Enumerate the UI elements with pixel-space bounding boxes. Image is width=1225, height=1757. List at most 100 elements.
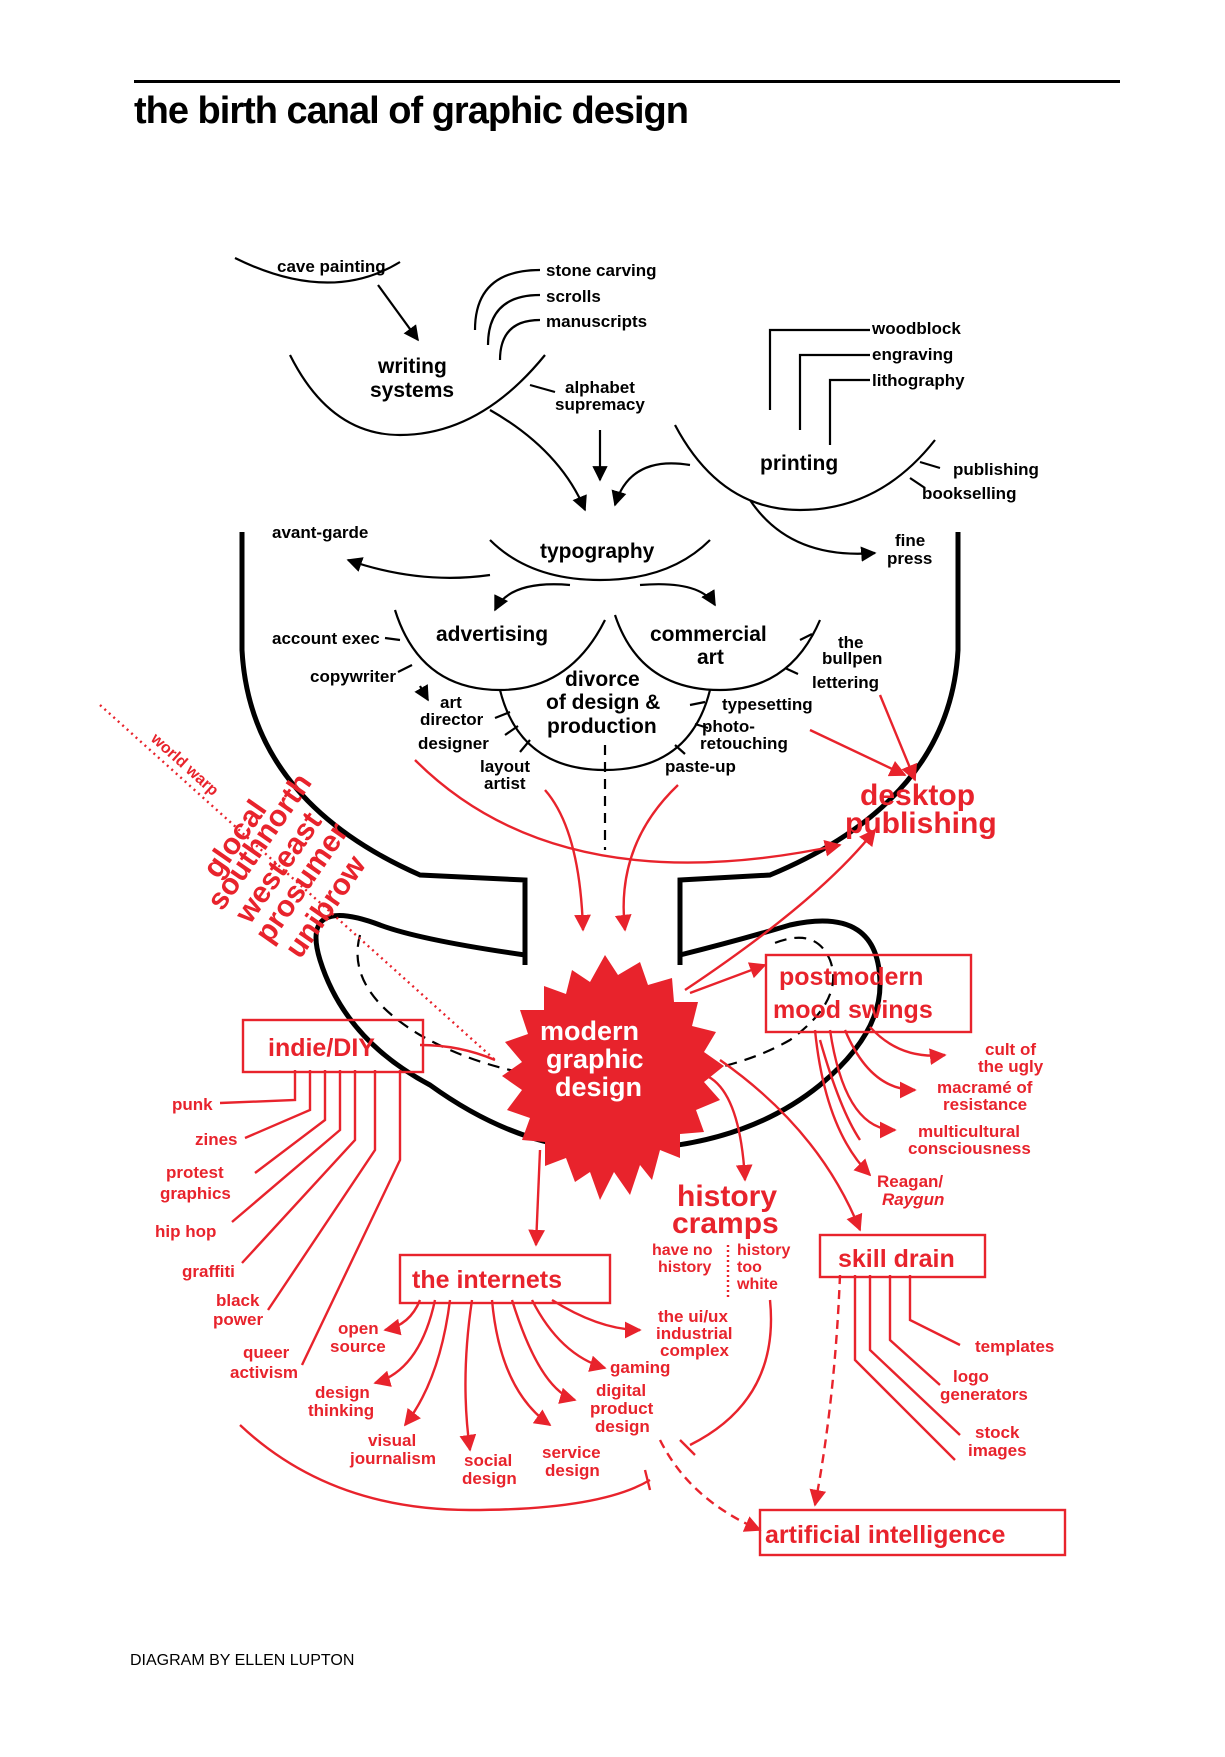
label-graphic: graphic [546,1044,644,1074]
label-typesetting: typesetting [722,695,813,714]
indie-box [241,1018,425,1074]
label-activism: activism [230,1363,298,1382]
label-of-design: of design & [546,691,660,714]
label-multicultural: multicultural [918,1122,1020,1141]
label-macrame: macramé of [937,1078,1033,1097]
label-fine: fine [895,531,925,550]
label-queer: queer [243,1343,290,1362]
label-avant-garde: avant-garde [272,523,368,542]
label-engraving: engraving [872,345,953,364]
label-cramps: cramps [672,1207,779,1240]
ai-box [758,1508,1067,1557]
label-protest: protest [166,1163,224,1182]
label-templates: templates [975,1337,1054,1356]
modern-starburst [502,955,724,1200]
label-raygun: Raygun [882,1190,944,1209]
label-resistance: resistance [943,1095,1027,1114]
label-commercial: commercial [650,623,767,646]
label-the-internets: the internets [412,1266,562,1294]
label-product: product [590,1399,654,1418]
label-artist: artist [484,774,526,793]
label-art-1: art [440,693,462,712]
label-layout: layout [480,757,530,776]
label-photo: photo- [702,717,755,736]
womb-labels: advertising commercial art account exec … [272,623,882,793]
label-woodblock: woodblock [871,319,961,338]
label-copywriter: copywriter [310,667,396,686]
label-press: press [887,549,932,568]
label-supremacy: supremacy [555,395,645,414]
label-have-no: have no [652,1242,713,1259]
label-open: open [338,1319,379,1338]
label-postmodern: postmodern [779,963,923,991]
label-typography: typography [540,540,655,563]
label-director: director [420,710,484,729]
origins-structure [234,257,941,612]
label-world-warp: world warp [147,730,222,800]
label-source: source [330,1337,386,1356]
label-production: production [547,715,657,738]
diagram-credit: DIAGRAM BY ELLEN LUPTON [130,1652,355,1669]
label-publishing: publishing [953,460,1039,479]
title-rule [134,80,1120,83]
label-lithography: lithography [872,371,965,390]
label-history-2: history [737,1242,790,1259]
label-punk: punk [172,1095,213,1114]
label-desktop: desktop [860,779,975,812]
label-advertising: advertising [436,623,548,646]
label-black: black [216,1291,260,1310]
label-service: service [542,1443,601,1462]
label-history-1: history [658,1259,711,1276]
internets-box [398,1253,612,1305]
label-divorce: divorce [565,668,640,691]
label-publishing-red: publishing [845,807,997,840]
label-white: white [736,1276,778,1293]
label-too: too [737,1259,762,1276]
label-cave-painting: cave painting [277,257,386,276]
label-printing: printing [760,452,838,475]
label-zines: zines [195,1130,238,1149]
label-retouching: retouching [700,734,788,753]
label-the-ugly: the ugly [978,1057,1044,1076]
label-power: power [213,1310,263,1329]
label-designer: designer [418,734,489,753]
label-industrial: industrial [656,1324,733,1343]
label-design: design [555,1072,642,1102]
label-gaming: gaming [610,1358,670,1377]
label-thinking: thinking [308,1401,374,1420]
label-stone-carving: stone carving [546,261,657,280]
womb-structure [239,532,961,1153]
label-digital-design: design [595,1417,650,1436]
label-visual: visual [368,1431,416,1450]
label-scrolls: scrolls [546,287,601,306]
label-bookselling: bookselling [922,484,1016,503]
label-the-ui-ux: the ui/ux [658,1307,728,1326]
label-digital: digital [596,1381,646,1400]
label-account-exec: account exec [272,629,380,648]
label-alphabet: alphabet [565,378,635,397]
origins-labels: cave painting writing systems stone carv… [272,257,1039,568]
label-logo: logo [953,1367,989,1386]
label-graphics: graphics [160,1184,231,1203]
label-ai: artificial intelligence [765,1521,1005,1549]
label-reagan: Reagan/ [877,1172,943,1191]
label-complex: complex [660,1341,730,1360]
label-art: art [697,646,724,669]
label-lettering: lettering [812,673,879,692]
label-hip-hop: hip hop [155,1222,216,1241]
red-boxes [241,953,1067,1557]
label-generators: generators [940,1385,1028,1404]
label-stock: stock [975,1423,1020,1442]
label-history: history [677,1180,777,1213]
label-bullpen: bullpen [822,649,882,668]
label-writing: writing [377,355,447,378]
label-consciousness: consciousness [908,1139,1031,1158]
skill-drain-box [818,1233,987,1279]
label-modern: modern [540,1016,639,1046]
label-cult-of: cult of [985,1040,1036,1059]
label-journalism: journalism [349,1449,436,1468]
postmodern-box [764,953,973,1034]
label-the: the [838,633,864,652]
label-indie: indie/DIY [268,1034,375,1062]
